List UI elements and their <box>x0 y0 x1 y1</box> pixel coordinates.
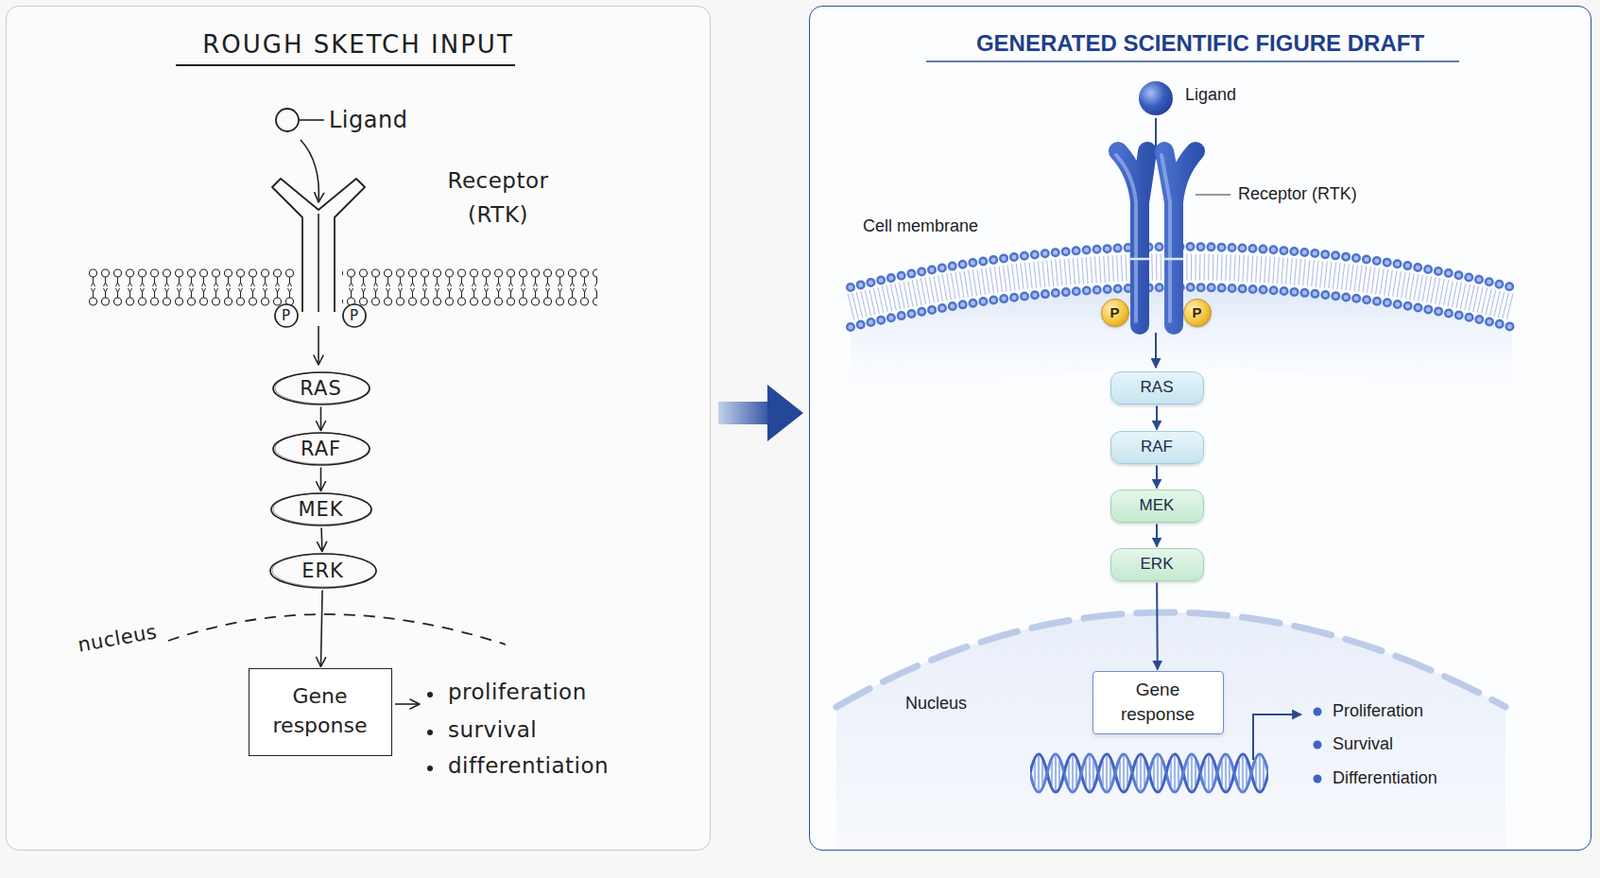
panel-heading: GENERATED SCIENTIFIC FIGURE DRAFT <box>809 32 1591 55</box>
kinase-label: RAS <box>1140 378 1174 397</box>
kinase-label: RAF <box>1140 437 1173 457</box>
sketch-label: Receptor (RTK) <box>436 164 560 232</box>
kinase-box: MEK <box>1110 489 1205 523</box>
shape-outline <box>271 493 372 526</box>
sketch-stroke <box>275 432 370 465</box>
phospho-label: P <box>281 307 291 325</box>
phospho-label: P <box>1191 304 1202 321</box>
transform-arrow <box>718 401 768 425</box>
sketch-label: proliferation <box>447 679 587 706</box>
gene-box: Gene response <box>248 668 393 757</box>
kinase-label: MEK <box>1139 496 1175 516</box>
kinase-label: MEK <box>297 498 344 521</box>
figure-label: Differentiation <box>1332 768 1438 790</box>
phospho-label: P <box>349 307 359 325</box>
shape-outline <box>343 304 366 327</box>
kinase-box: RAF <box>1110 430 1205 465</box>
kinase-label: RAS <box>299 377 342 400</box>
kinase-label: ERK <box>1140 554 1174 574</box>
sketch-label: Ligand <box>328 106 408 135</box>
figure-label: Proliferation <box>1332 701 1424 723</box>
kinase-box: RAS <box>1110 371 1205 405</box>
figure-label: Nucleus <box>905 693 967 715</box>
figure-label: Survival <box>1332 734 1394 756</box>
gene-label: Gene response <box>1114 677 1203 726</box>
figure-label: Receptor (RTK) <box>1238 184 1358 206</box>
phospho-badge: P <box>1101 298 1130 327</box>
figure-panel: P P RAS RAF MEK ERK Gene response GENERATED SCI… <box>808 5 1592 851</box>
gene-box: Gene response <box>1092 670 1224 735</box>
sketch-stroke <box>273 493 372 525</box>
sketch-label: differentiation <box>447 753 609 780</box>
shape-outline <box>273 432 370 465</box>
kinase-ellipse: MEK <box>270 492 373 527</box>
shape-outline <box>270 553 377 588</box>
kinase-label: ERK <box>301 559 345 583</box>
phospho-circle: P <box>274 303 299 328</box>
shape-outline <box>275 304 298 327</box>
kinase-ellipse: ERK <box>269 552 378 589</box>
gene-label: Gene response <box>260 682 380 741</box>
phospho-badge: P <box>1183 298 1212 327</box>
kinase-box: ERK <box>1110 548 1205 582</box>
phospho-circle: P <box>342 303 367 328</box>
sketch-label: survival <box>447 717 537 744</box>
figure-label: Ligand <box>1185 85 1237 106</box>
phospho-label: P <box>1109 304 1119 321</box>
sketch-stroke <box>272 553 377 587</box>
sketch-stroke <box>275 372 370 404</box>
kinase-ellipse: RAF <box>272 431 371 466</box>
figure-label: Cell membrane <box>862 216 979 238</box>
kinase-label: RAF <box>300 437 342 461</box>
panel-heading: ROUGH SKETCH INPUT <box>6 32 710 57</box>
shape-outline <box>273 372 370 405</box>
kinase-ellipse: RAS <box>272 371 371 406</box>
